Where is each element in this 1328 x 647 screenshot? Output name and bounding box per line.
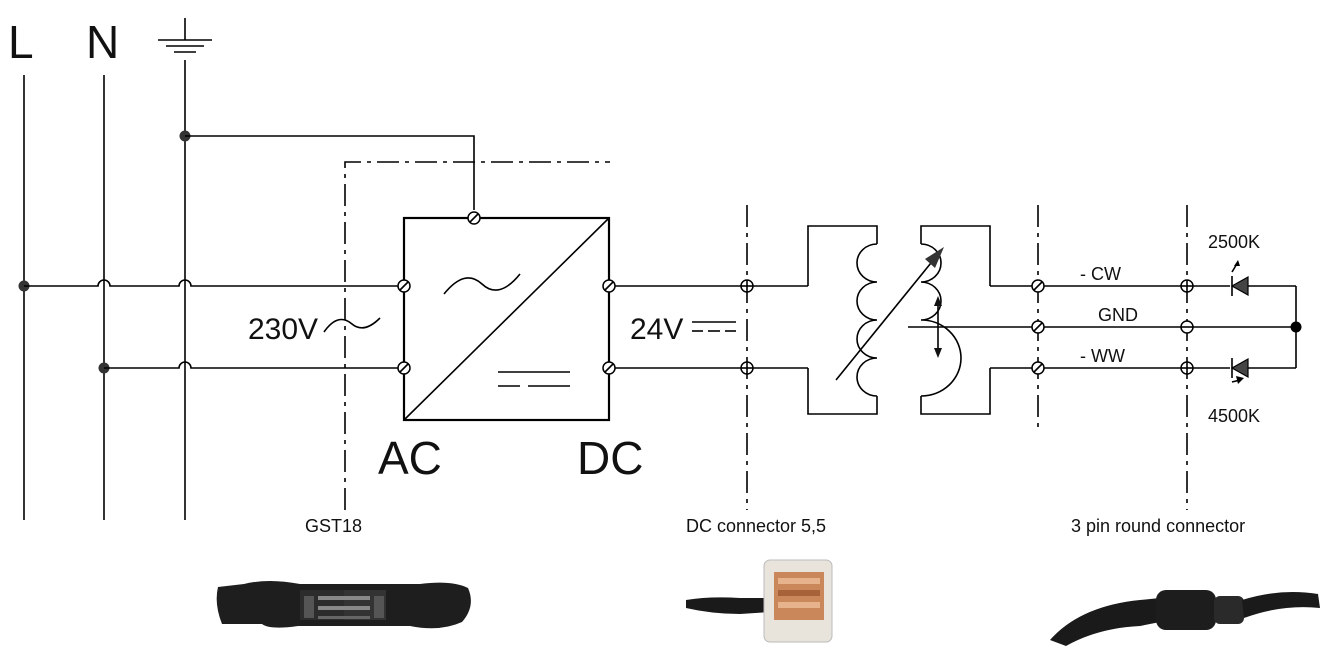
gnd-label: GND [1098, 305, 1138, 325]
ground-icon [158, 18, 212, 53]
ww-label: - WW [1080, 346, 1125, 366]
dc-label: DC [577, 432, 643, 484]
neutral-feed-wire [104, 361, 400, 369]
dc-connector-terminals [740, 279, 754, 375]
ground-branch-wire [185, 135, 475, 210]
ac-symbol-icon [323, 317, 381, 333]
psu-terminals [397, 211, 616, 375]
round-connector-label: 3 pin round connector [1071, 516, 1245, 536]
warm-temp-label: 2500K [1208, 232, 1260, 252]
power-supply-block [402, 216, 611, 422]
dimmer-transformer-icon [807, 225, 1032, 415]
round-connector-photo [1050, 590, 1320, 646]
gst18-boundary [344, 161, 610, 510]
dc-connector-label: DC connector 5,5 [686, 516, 826, 536]
gst18-connector-photo [216, 581, 471, 629]
cw-label: - CW [1080, 264, 1121, 284]
dc-symbol-icon [692, 321, 736, 332]
cool-led-icon [1230, 357, 1296, 384]
led-common-junction [1290, 321, 1302, 333]
cool-temp-label: 4500K [1208, 406, 1260, 426]
gst18-label: GST18 [305, 516, 362, 536]
round-connector-terminals [1180, 279, 1194, 375]
line-feed-wire [24, 279, 400, 287]
output-voltage-label: 24V [630, 313, 683, 346]
dc-barrel-connector-photo [686, 559, 833, 643]
input-voltage-label: 230V [248, 313, 318, 346]
warm-led-icon [1230, 260, 1296, 297]
neutral-label: N [86, 16, 119, 68]
ac-label: AC [378, 432, 442, 484]
dimmer-output-terminals [1031, 279, 1045, 375]
line-label: L [8, 16, 34, 68]
